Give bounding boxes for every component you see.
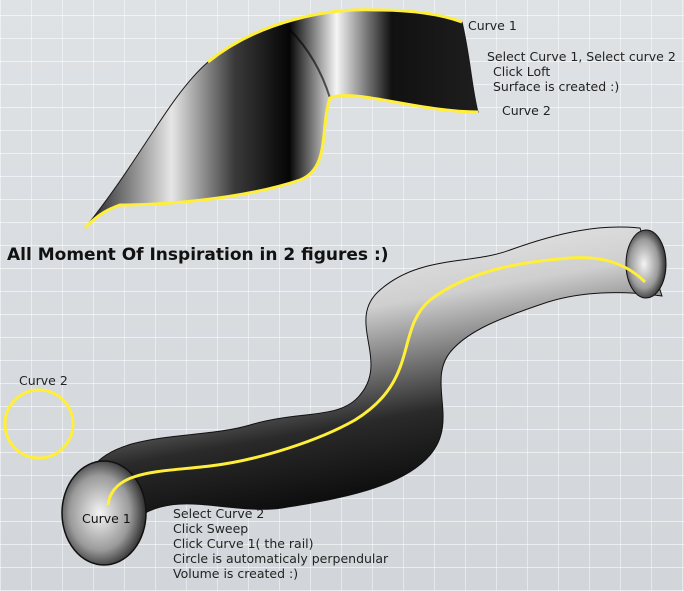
loft-curve-1	[207, 8, 463, 64]
loft-surface-body	[84, 9, 479, 229]
loft-shadow-fold	[289, 29, 331, 99]
profile-circle	[3, 388, 75, 460]
loft-step-1: Select Curve 1, Select curve 2	[487, 49, 676, 64]
tube-far-mouth	[625, 229, 667, 299]
sweep-curve-1-label: Curve 1	[82, 511, 131, 526]
tube-near-mouth	[61, 460, 147, 566]
loft-step-2: Click Loft	[493, 64, 551, 79]
sweep-tube	[61, 226, 667, 566]
sweep-step-4: Circle is automaticaly perpendular	[173, 551, 389, 566]
loft-surface	[83, 8, 479, 230]
sweep-steps: Select Curve 2 Click Sweep Click Curve 1…	[173, 506, 388, 581]
sweep-step-1: Select Curve 2	[173, 506, 265, 521]
sweep-step-3: Click Curve 1( the rail)	[173, 536, 314, 551]
sweep-step-2: Click Sweep	[173, 521, 249, 536]
loft-curve-1-label: Curve 1	[468, 18, 517, 33]
tube-body	[91, 226, 663, 517]
loft-curve-2-label: Curve 2	[502, 103, 551, 118]
loft-curve-2	[83, 94, 479, 230]
loft-steps: Select Curve 1, Select curve 2 Click Lof…	[487, 49, 676, 94]
sweep-step-5: Volume is created :)	[173, 566, 299, 581]
sweep-curve-2-label: Curve 2	[19, 373, 68, 388]
sweep-rail-curve	[106, 256, 647, 506]
loft-step-3: Surface is created :)	[493, 79, 620, 94]
headline: All Moment Of Inspiration in 2 figures :…	[7, 245, 389, 265]
